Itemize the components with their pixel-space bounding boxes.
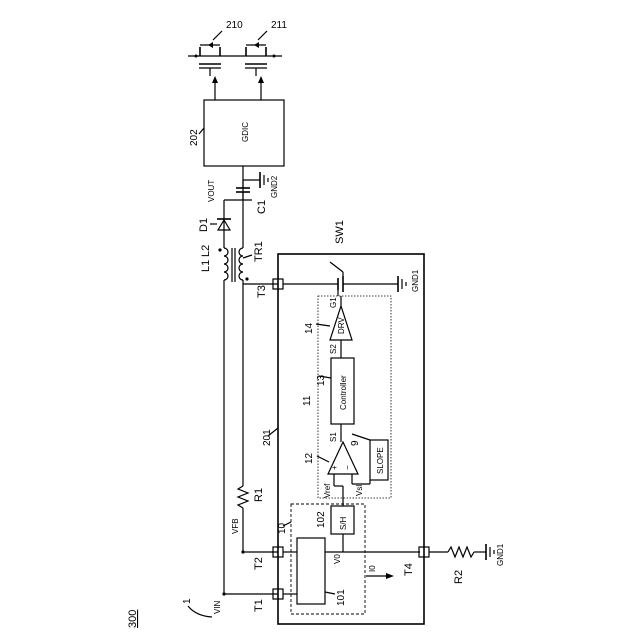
ground-gnd1-bottom-symbol <box>486 544 494 560</box>
resistor-r2-symbol <box>448 547 474 557</box>
sample-hold-name: S/H <box>339 516 348 530</box>
vin-label: VIN <box>213 600 222 614</box>
figure-ref-arrow <box>188 606 212 617</box>
r1-label: R1 <box>253 488 265 502</box>
v0-label: V0 <box>333 554 342 564</box>
t3-label: T3 <box>256 285 268 298</box>
transformer-tr1-symbol <box>218 248 248 282</box>
t2-label: T2 <box>253 557 265 570</box>
t4-label: T4 <box>403 563 415 576</box>
resistor-r1-symbol <box>238 486 248 508</box>
ground-gnd2-symbol <box>260 172 268 188</box>
gdic-name: GDIC <box>241 122 250 142</box>
gnd1-top-label: GND1 <box>411 269 420 292</box>
label-201: 201 <box>262 429 273 446</box>
figure-ref-300: 300 <box>127 610 139 628</box>
ground-gnd1-top-symbol <box>398 276 406 292</box>
vout-label: VOUT <box>207 180 216 202</box>
comparator-minus: − <box>343 465 352 470</box>
vref-label: Vref <box>323 483 332 498</box>
label-102: 102 <box>316 511 327 528</box>
mosfet-211-symbol <box>232 42 282 76</box>
s1-label: S1 <box>329 432 338 442</box>
label-211: 211 <box>271 20 287 31</box>
gnd1-bottom-label: GND1 <box>496 543 505 566</box>
label-14: 14 <box>304 322 315 334</box>
sw1-label: SW1 <box>334 220 346 244</box>
l1-label: L1 <box>200 260 212 272</box>
r2-label: R2 <box>453 570 465 584</box>
l2-label: L2 <box>200 245 212 257</box>
slope-name: SLOPE <box>376 447 385 474</box>
label-11: 11 <box>302 395 313 406</box>
c1-label: C1 <box>256 200 268 214</box>
vfb-label: VFB <box>231 518 240 534</box>
switch-sw1-symbol <box>330 262 398 296</box>
label-202: 202 <box>189 129 200 146</box>
controller-name: Controller <box>339 375 348 410</box>
label-9: 9 <box>350 440 361 446</box>
mosfet-210-symbol <box>188 42 232 76</box>
s2-label: S2 <box>329 344 338 354</box>
block-101 <box>297 538 325 604</box>
gnd2-label: GND2 <box>270 175 279 198</box>
i0-label: I0 <box>368 565 377 572</box>
label-12: 12 <box>304 452 315 464</box>
g1-label: G1 <box>329 297 338 308</box>
tr1-label: TR1 <box>253 241 265 262</box>
figure-ref-1: 1 <box>182 598 193 604</box>
label-101: 101 <box>336 589 347 606</box>
vsl-label: Vsl <box>355 485 364 496</box>
d1-label: D1 <box>198 218 210 232</box>
t1-label: T1 <box>253 599 265 612</box>
comparator-plus: + <box>330 465 339 470</box>
drv-name: DRV <box>337 317 346 334</box>
label-210: 210 <box>226 20 243 31</box>
